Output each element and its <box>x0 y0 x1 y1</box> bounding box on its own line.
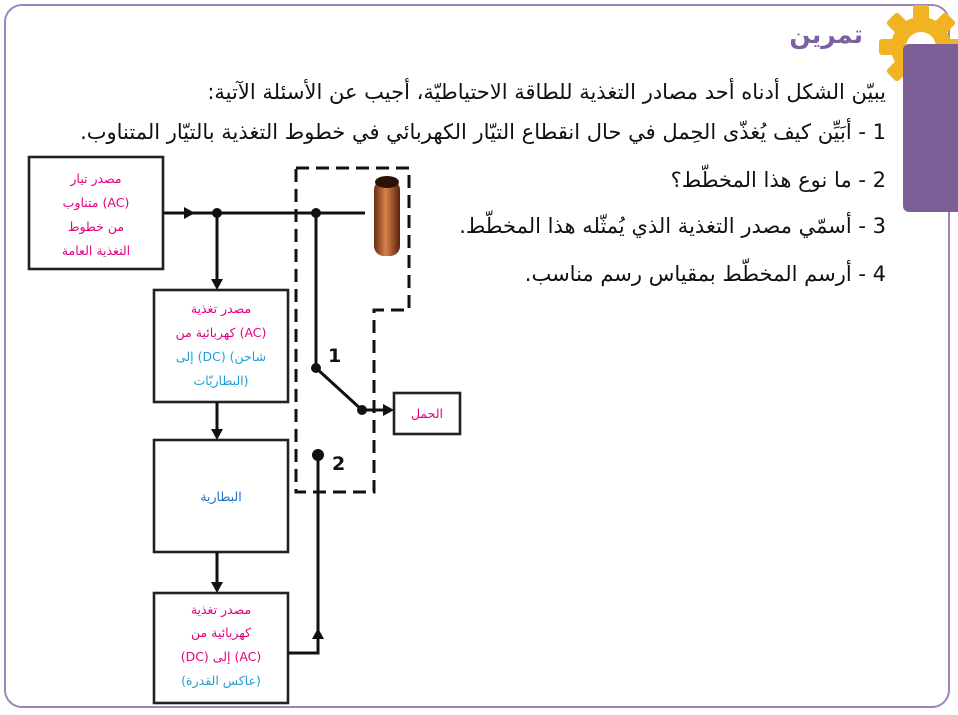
question-2: 2 - ما نوع هذا المخطّط؟ <box>670 168 886 192</box>
arrowhead-charger <box>211 279 223 290</box>
question-4: 4 - أرسم المخطّط بمقياس رسم مناسب. <box>524 262 886 286</box>
inverter-label-3: (DC) إلى (AC) <box>181 649 262 664</box>
ac-source-label-4: التغذية العامة <box>62 243 130 258</box>
battery-label: البطارية <box>200 489 241 505</box>
load-label: الحمل <box>411 406 443 421</box>
switch-1-number: 1 <box>328 345 341 367</box>
ac-source-label-2: متناوب (AC) <box>63 195 130 211</box>
dashed-enclosure <box>294 166 411 494</box>
question-1: 1 - أبَيِّن كيف يُغذّى الحِمل في حال انق… <box>80 120 886 144</box>
cylinder-icon <box>374 176 400 256</box>
ac-source-label-3: من خطوط <box>68 219 124 235</box>
arrowhead-bus <box>184 207 195 219</box>
ac-source-label-1: مصدر تيار <box>69 171 121 187</box>
ac-source-box <box>27 155 165 271</box>
inverter-label-2: كهربائية من <box>191 625 251 641</box>
junction-dot <box>311 208 321 218</box>
inverter-box <box>152 591 290 705</box>
switch-2-contact <box>312 449 324 461</box>
arrowhead-battery <box>211 429 223 440</box>
load-box <box>392 391 462 436</box>
charger-label-1: مصدر تغذية <box>191 301 251 317</box>
intro-text: يبيّن الشكل أدناه أحد مصادر التغذية للطا… <box>207 80 886 104</box>
battery-box <box>152 438 290 554</box>
arrowhead-load <box>383 404 394 416</box>
charger-label-3: إلى (DC) (شاحن <box>176 349 266 365</box>
charger-label-4: البطاريّات) <box>193 373 248 389</box>
side-tab <box>903 44 958 212</box>
arrowhead-inverter <box>211 582 223 593</box>
arrowhead-inverter-output <box>312 628 324 639</box>
inverter-label-4: (عاكس القدرة) <box>181 673 261 689</box>
inverter-label-1: مصدر تغذية <box>191 602 251 618</box>
switch-1-blade <box>314 366 364 412</box>
switch-1-pivot <box>311 363 321 373</box>
switch-2-number: 2 <box>332 453 345 475</box>
exercise-frame <box>4 4 950 708</box>
junction-dot <box>212 208 222 218</box>
charger-label-2: كهربائية من (AC) <box>176 325 267 341</box>
question-3: 3 - أسمّي مصدر التغذية الذي يُمثّله هذا … <box>459 214 886 238</box>
inverter-output-wire <box>288 455 320 655</box>
charger-box <box>152 288 290 404</box>
exercise-title: تمرين <box>789 20 863 49</box>
switch-1-contact <box>357 405 367 415</box>
